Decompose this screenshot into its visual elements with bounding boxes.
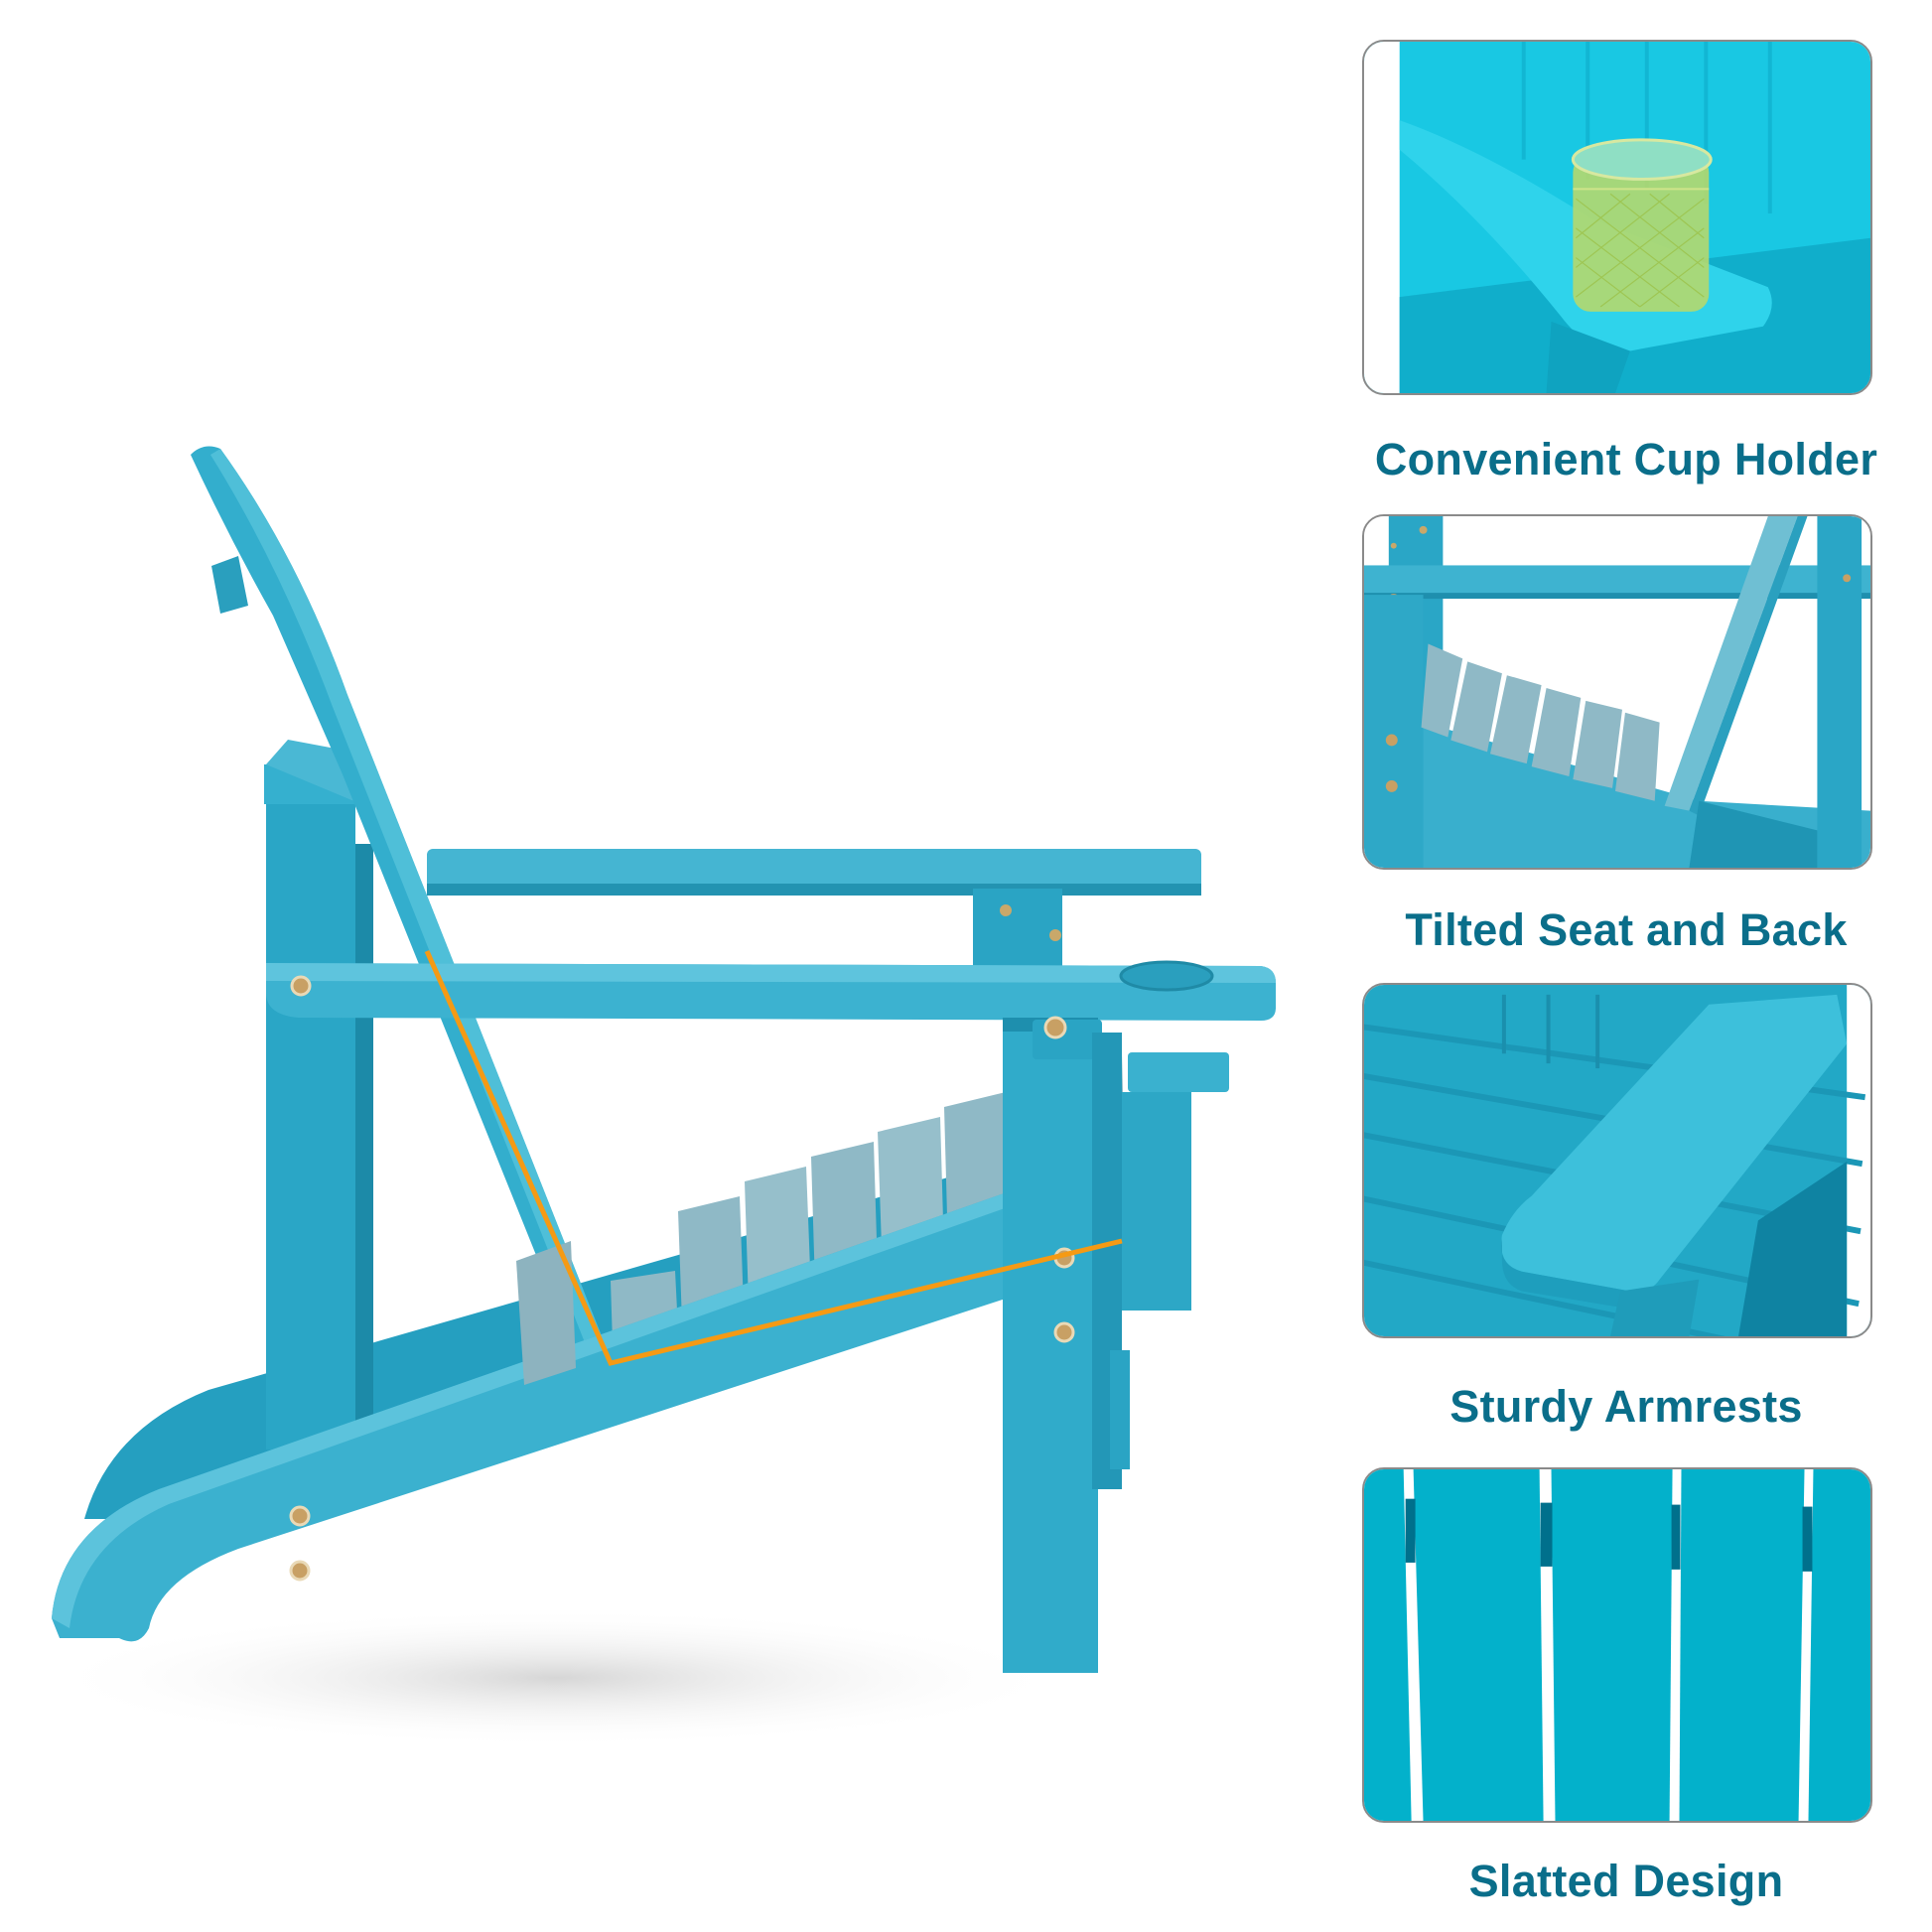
front-leg	[1003, 1018, 1098, 1673]
feature-panel-tilted-seat	[1362, 514, 1872, 870]
caption-tilted-seat: Tilted Seat and Back	[1405, 904, 1848, 955]
angle-annotation-line	[424, 949, 1123, 1366]
feature-panel-cup-holder	[1362, 40, 1872, 395]
armrest-image	[1364, 985, 1870, 1336]
main-chair-image	[40, 446, 1276, 1747]
back-post	[266, 794, 355, 1449]
far-armrest	[427, 849, 1201, 891]
cup-hole	[1119, 960, 1214, 992]
green-glass-icon	[1571, 138, 1713, 312]
caption-slatted: Slatted Design	[1468, 1856, 1784, 1906]
feature-panel-slatted	[1362, 1467, 1872, 1823]
cup-holder-image	[1364, 42, 1870, 393]
feature-panel-armrests	[1362, 983, 1872, 1338]
slats-image	[1364, 1469, 1870, 1821]
ground-shadow	[40, 1608, 1072, 1747]
front-runner	[52, 1142, 1152, 1642]
caption-cup-holder: Convenient Cup Holder	[1374, 434, 1878, 484]
caption-armrests: Sturdy Armrests	[1449, 1381, 1803, 1432]
tilted-seat-image	[1364, 516, 1870, 868]
